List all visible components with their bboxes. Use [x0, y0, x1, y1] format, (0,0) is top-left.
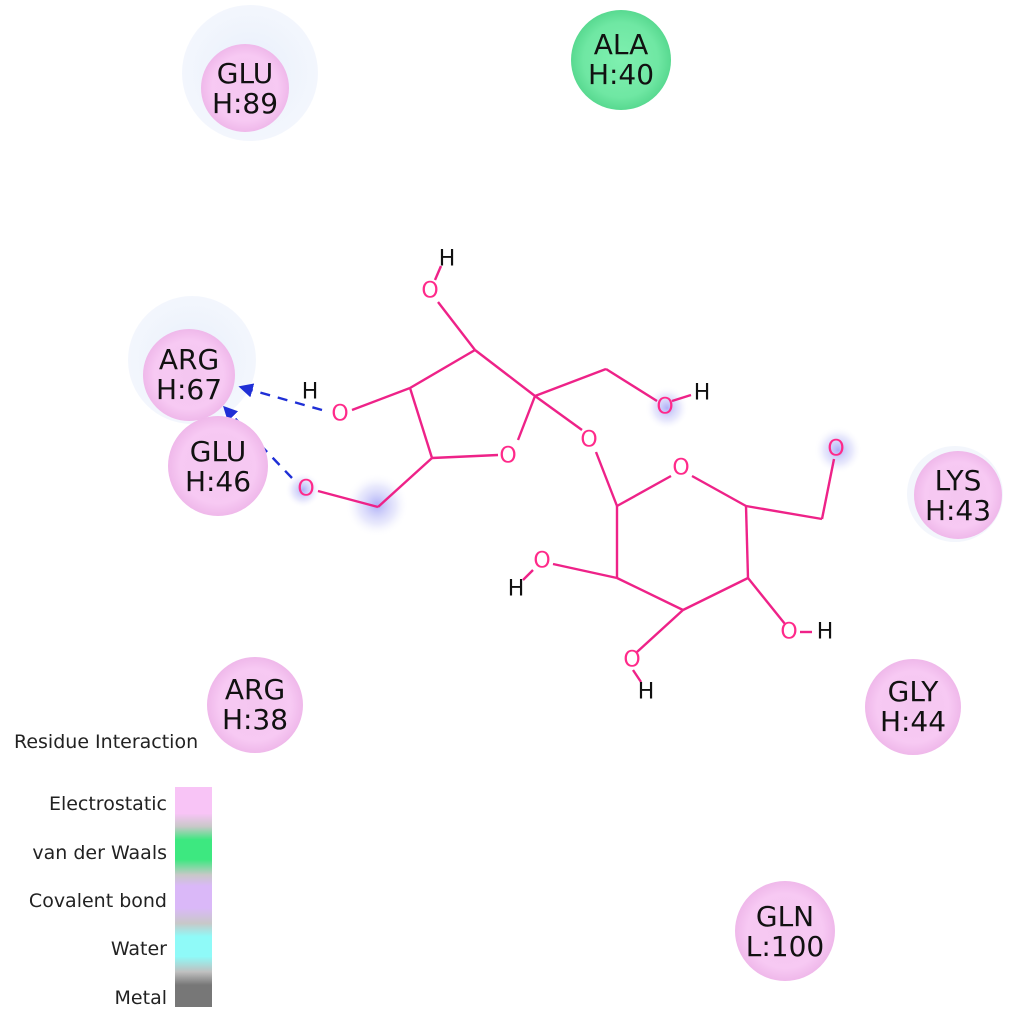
legend-title: Residue Interaction — [14, 731, 198, 753]
residue-name: ARG — [225, 673, 285, 706]
residue-disc — [571, 10, 671, 110]
residue-glu-89[interactable]: GLU H:89 — [201, 44, 289, 132]
oxygen-atom: O — [656, 395, 673, 420]
hydrogen-atom: H — [638, 680, 655, 705]
residue-id: H:43 — [925, 494, 991, 527]
residue-name: GLN — [756, 900, 814, 933]
residue-gly-44[interactable]: GLY H:44 — [865, 659, 961, 755]
residue-disc — [735, 881, 835, 981]
residue-disc — [207, 657, 303, 753]
residue-name: GLU — [190, 435, 246, 468]
legend-label-covalent-bond: Covalent bond — [29, 890, 167, 912]
ligand-atoms: O H O H O O O H O O O O H O H O H — [297, 247, 844, 705]
residue-arg-38[interactable]: ARG H:38 — [207, 657, 303, 753]
hydrogen-atom: H — [302, 380, 319, 405]
residue-ala-40[interactable]: ALA H:40 — [571, 10, 671, 110]
legend-label-van-der-waals: van der Waals — [32, 842, 167, 864]
residue-disc — [865, 659, 961, 755]
oxygen-atom: O — [623, 648, 640, 673]
atom-glow — [345, 473, 409, 537]
oxygen-atom: O — [780, 620, 797, 645]
residue-name: LYS — [935, 464, 982, 497]
residue-id: H:89 — [212, 87, 278, 120]
residue-id: H:40 — [588, 58, 654, 91]
atom-glow — [285, 472, 321, 508]
hydrogen-bond — [238, 383, 323, 412]
atom-glow — [645, 386, 689, 430]
atom-glow — [814, 426, 862, 474]
oxygen-atom: O — [580, 428, 597, 453]
residue-glu-46[interactable]: GLU H:46 — [168, 416, 268, 516]
ligand-bonds — [317, 265, 836, 683]
residue-id: H:46 — [185, 465, 251, 498]
oxygen-atom: O — [827, 437, 844, 462]
oxygen-atom: O — [297, 477, 314, 502]
residue-id: L:100 — [746, 930, 824, 963]
oxygen-atom: O — [672, 456, 689, 481]
legend-color-bar — [175, 787, 212, 1007]
residue-disc — [168, 416, 268, 516]
hydrogen-atom: H — [694, 381, 711, 406]
residue-lys-43[interactable]: LYS H:43 — [914, 451, 1002, 539]
oxygen-atom: O — [331, 402, 348, 427]
oxygen-atom: O — [421, 279, 438, 304]
legend-label-electrostatic: Electrostatic — [49, 793, 167, 815]
hydrogen-atom: H — [508, 577, 525, 602]
hydrogen-atom: H — [439, 247, 456, 272]
residue-id: H:38 — [222, 703, 288, 736]
legend-label-metal: Metal — [115, 987, 167, 1009]
residue-name: GLU — [217, 57, 273, 90]
residue-disc — [914, 451, 1002, 539]
residue-disc — [201, 44, 289, 132]
residue-name: GLY — [888, 675, 940, 708]
residue-name: ALA — [594, 28, 649, 61]
oxygen-atom: O — [533, 549, 550, 574]
residue-name: ARG — [159, 343, 219, 376]
residue-id: H:67 — [156, 373, 222, 406]
oxygen-atom: O — [499, 444, 516, 469]
residue-disc — [143, 329, 235, 421]
residue-id: H:44 — [880, 705, 946, 738]
legend-label-water: Water — [111, 938, 167, 960]
residue-gln-100[interactable]: GLN L:100 — [735, 881, 835, 981]
hydrogen-atom: H — [817, 620, 834, 645]
legend: Residue Interaction Electrostatic van de… — [14, 731, 212, 1009]
residue-arg-67[interactable]: ARG H:67 — [143, 329, 235, 421]
